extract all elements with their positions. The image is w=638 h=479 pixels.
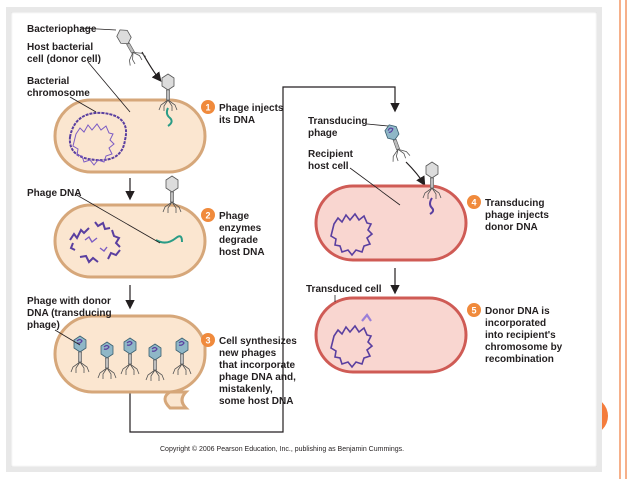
leader-phage-dna bbox=[74, 193, 161, 244]
label-with-donor-line1: Phage with donor bbox=[27, 296, 111, 307]
step-5-line5: recombination bbox=[485, 354, 554, 365]
step-2-line1: Phage bbox=[219, 211, 249, 222]
phage-dna-2 bbox=[155, 235, 183, 244]
label-transduced-cell: Transduced cell bbox=[306, 284, 382, 295]
degraded-host-dna-2 bbox=[84, 235, 108, 252]
step-5-line3: into recipient's bbox=[485, 330, 556, 341]
step-5-line4: chromosome by bbox=[485, 342, 563, 353]
step-4-line1: Transducing bbox=[485, 198, 544, 209]
bacteriophage-top bbox=[111, 24, 147, 67]
label-recipient-line1: Recipient bbox=[308, 149, 354, 160]
leader-bacteriophage bbox=[79, 27, 117, 31]
step-3-line3: that incorporate bbox=[219, 360, 296, 371]
label-recipient-line2: host cell bbox=[308, 161, 349, 172]
label-with-donor-line3: phage) bbox=[27, 320, 60, 331]
step-2-line2: enzymes bbox=[219, 223, 262, 234]
transduced-cell-5 bbox=[314, 296, 468, 374]
step-5-badge bbox=[467, 303, 481, 317]
transducing-phage-top bbox=[380, 121, 411, 164]
step-1-line1: Phage injects bbox=[219, 103, 284, 114]
label-chromosome-line1: Bacterial bbox=[27, 76, 69, 87]
step-3-line5: mistakenly, bbox=[219, 384, 273, 395]
recipient-cell-4 bbox=[314, 184, 468, 262]
recombined-chromosome-5 bbox=[330, 324, 374, 369]
step-2-number: 2 bbox=[205, 211, 210, 221]
label-chromosome-line2: chromosome bbox=[27, 88, 90, 99]
phage-dna-injected-1 bbox=[165, 107, 173, 127]
bacterial-chromosome-1-zigzag bbox=[72, 123, 115, 166]
step-4-line2: phage injects bbox=[485, 210, 549, 221]
label-transducing-line2: phage bbox=[308, 128, 338, 139]
incorporated-donor-dna bbox=[361, 313, 372, 322]
step-1-number: 1 bbox=[205, 103, 210, 113]
step-3-number: 3 bbox=[205, 336, 210, 346]
step-5-line1: Donor DNA is bbox=[485, 306, 550, 317]
donor-dna-injected bbox=[429, 197, 435, 215]
donor-cell-1 bbox=[53, 98, 207, 174]
slide-decoration-line-right bbox=[625, 0, 627, 479]
leader-host-cell bbox=[87, 61, 131, 113]
step-3-line2: new phages bbox=[219, 348, 277, 359]
step-2-line3: degrade bbox=[219, 235, 258, 246]
step-3-line6: some host DNA bbox=[219, 396, 293, 407]
leader-with-donor bbox=[54, 329, 81, 346]
step-4-badge bbox=[467, 195, 481, 209]
label-host-line2: cell (donor cell) bbox=[27, 54, 101, 65]
leader-chromosome bbox=[69, 96, 97, 113]
step-5-number: 5 bbox=[471, 306, 476, 316]
step-2-badge bbox=[201, 208, 215, 222]
leader-transducing bbox=[366, 123, 389, 127]
step-4-line3: donor DNA bbox=[485, 222, 538, 233]
recipient-chromosome-4 bbox=[330, 212, 374, 257]
step-1-line2: its DNA bbox=[219, 115, 255, 126]
step-2-line4: host DNA bbox=[219, 247, 265, 258]
label-bacteriophage: Bacteriophage bbox=[27, 24, 97, 35]
copyright-notice: Copyright © 2006 Pearson Education, Inc.… bbox=[160, 445, 404, 453]
label-with-donor-line2: DNA (transducing bbox=[27, 308, 112, 319]
degraded-host-dna bbox=[69, 221, 121, 264]
slide-decoration-line-left bbox=[619, 0, 621, 479]
approach-arrow-right bbox=[405, 161, 426, 187]
step-4-number: 4 bbox=[471, 198, 476, 208]
step-3-line4: phage DNA and, bbox=[219, 372, 296, 383]
leader-recipient bbox=[349, 167, 401, 206]
label-phage-dna: Phage DNA bbox=[27, 188, 81, 199]
step-5-line2: incorporated bbox=[485, 318, 546, 329]
step-3-badge bbox=[201, 333, 215, 347]
label-host-line1: Host bacterial bbox=[27, 42, 93, 53]
connector-line bbox=[129, 86, 400, 433]
label-transducing-line1: Transducing bbox=[308, 116, 367, 127]
step-1-badge bbox=[201, 100, 215, 114]
step-3-line1: Cell synthesizes bbox=[219, 336, 297, 347]
